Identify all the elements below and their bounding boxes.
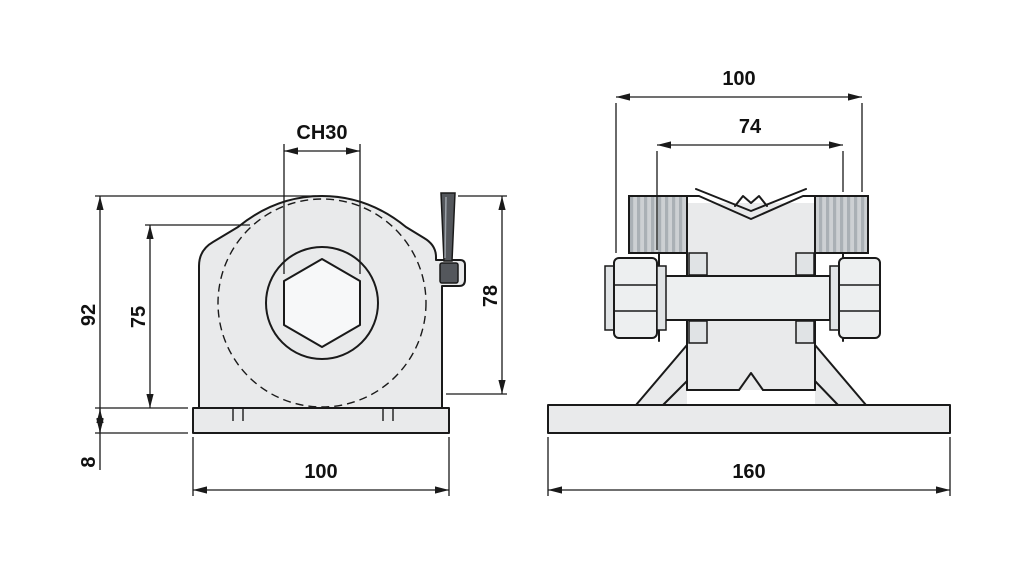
stud-block — [795, 252, 815, 276]
left-leg-outer-edge — [635, 344, 688, 406]
bracket-block-left — [628, 195, 688, 254]
dim-label-ch30: CH30 — [296, 122, 347, 144]
dim-78: 78 — [446, 195, 507, 395]
stud-block — [795, 320, 815, 344]
right-hex-head — [838, 257, 881, 339]
dim-label-75: 75 — [128, 306, 150, 328]
lever-highlight — [444, 196, 447, 259]
left-washer — [656, 265, 667, 331]
spring-clip-wave — [734, 195, 768, 207]
dim-label-160: 160 — [732, 461, 765, 483]
hex-socket — [283, 258, 361, 348]
dim-ch30: CH30 — [283, 122, 361, 274]
dim-100-front: 100 — [192, 437, 450, 496]
base-slot-marks — [232, 408, 394, 421]
top-v-groove — [686, 195, 816, 220]
dim-label-92: 92 — [78, 304, 100, 326]
pivot-dashed-circle — [217, 198, 427, 408]
bottom-v-notch — [738, 372, 764, 391]
front-view: CH30 92 75 8 78 — [78, 122, 507, 496]
stud-block — [688, 252, 708, 276]
dim-75: 75 — [95, 224, 250, 409]
bracket-block-right — [814, 195, 869, 254]
bore-circle — [265, 246, 379, 360]
side-view: 100 74 160 — [547, 68, 951, 496]
dim-8: 8 — [78, 409, 104, 470]
dim-100-side: 100 — [615, 68, 863, 253]
lever-handle — [440, 192, 456, 262]
right-washer — [829, 265, 840, 331]
base-plate-side — [547, 404, 951, 434]
dim-label-74: 74 — [739, 116, 762, 138]
lever-base-block — [439, 262, 459, 284]
dim-label-100-side: 100 — [722, 68, 755, 90]
dim-160: 160 — [547, 437, 951, 496]
right-leg-outer-edge — [814, 344, 867, 406]
spring-clip — [695, 188, 807, 212]
dim-74: 74 — [656, 116, 844, 250]
bolt-shaft — [663, 275, 831, 321]
right-leg-inner-edge — [814, 380, 839, 406]
bolt-assembly — [604, 257, 881, 339]
base-plate — [192, 407, 450, 434]
locking-lever — [439, 192, 459, 284]
dim-label-100-front: 100 — [304, 461, 337, 483]
left-end-washer — [604, 265, 615, 331]
dim-92: 92 — [78, 195, 316, 434]
left-hex-head — [613, 257, 658, 339]
dim-label-78: 78 — [480, 285, 502, 307]
stud-block — [688, 320, 708, 344]
dim-label-8: 8 — [78, 456, 100, 467]
left-leg-inner-edge — [662, 380, 688, 406]
